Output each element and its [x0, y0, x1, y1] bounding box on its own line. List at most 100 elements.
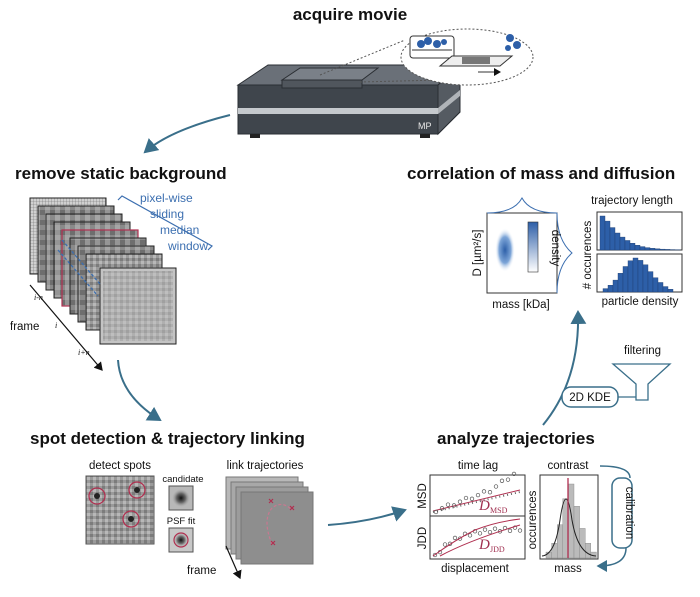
- calibration-arrow-bottom: [596, 547, 627, 572]
- title-spot-detection: spot detection & trajectory linking: [30, 429, 305, 448]
- filter-funnel-icon: [611, 363, 672, 401]
- window-line-4: window: [167, 239, 208, 253]
- histogram-bar: [639, 246, 646, 251]
- candidate-spot-image: [168, 485, 194, 511]
- d-msd-label: D: [478, 498, 490, 514]
- jdd-axis-label: JDD: [417, 527, 429, 549]
- candidate-label: candidate: [162, 474, 203, 485]
- histogram-bar: [647, 271, 654, 293]
- histogram-bar: [667, 289, 674, 293]
- msd-point: [463, 495, 469, 501]
- sample-zoom-inset: [319, 28, 534, 86]
- msd-point: [487, 490, 493, 495]
- jdd-point: [492, 526, 498, 531]
- histogram-bar: [659, 248, 666, 251]
- msd-axis-label: MSD: [417, 483, 429, 509]
- trajectory-length-histograms: trajectory length # occurences particle …: [582, 195, 683, 308]
- jdd-point: [512, 525, 518, 530]
- density-label: density: [549, 230, 561, 267]
- msd-point: [451, 503, 457, 508]
- histogram-bar: [609, 227, 616, 251]
- detect-spots-label: detect spots: [89, 460, 151, 472]
- contrast-bar: [551, 543, 558, 559]
- window-line-1: pixel-wise: [140, 191, 193, 205]
- histogram-bar: [607, 285, 614, 293]
- histogram-bar: [602, 288, 609, 293]
- kde-box: 2D KDE: [561, 386, 619, 408]
- contrast-bar: [585, 543, 592, 559]
- histogram-bar: [634, 245, 641, 251]
- contrast-histogram: [539, 474, 599, 560]
- histogram-bar: [642, 264, 649, 293]
- calibration-arrow-top: [599, 465, 631, 479]
- msd-point: [433, 509, 439, 515]
- histogram-bar: [657, 282, 664, 293]
- index-label-i-n: i-n: [34, 293, 43, 302]
- link-frame-label: frame: [187, 565, 216, 577]
- jdd-point: [467, 533, 473, 538]
- histogram-bar: [649, 248, 656, 251]
- jdd-point: [457, 536, 463, 541]
- correlation-scatter-plot: density D [µm²/s] mass [kDa]: [472, 196, 573, 311]
- link-frame-arrow: [225, 545, 242, 580]
- msd-point: [511, 471, 517, 477]
- histogram-bar: [652, 277, 659, 293]
- msd-point: [475, 492, 481, 498]
- correlation-xlabel: mass [kDa]: [492, 299, 550, 311]
- msd-point: [469, 496, 475, 501]
- instrument-label: MP: [418, 121, 432, 131]
- jdd-point: [507, 528, 513, 533]
- psf-fit-label: PSF fit: [167, 516, 196, 527]
- histogram-bar: [622, 266, 629, 293]
- jdd-point: [452, 535, 458, 541]
- kde-label: 2D KDE: [569, 392, 611, 404]
- d-jdd-label: D: [478, 537, 490, 553]
- histogram-bar: [612, 279, 619, 293]
- histogram-bar: [632, 257, 639, 293]
- occurences-axis-label: occurences: [527, 490, 539, 549]
- calibration-label: calibration: [623, 487, 635, 539]
- particle-density-label: particle density: [602, 296, 679, 308]
- link-trajectories-stack: [225, 476, 314, 565]
- msd-point: [445, 502, 451, 507]
- mass-photometer-instrument: MP: [236, 63, 462, 138]
- histogram-bar: [629, 242, 636, 251]
- histogram-bar: [644, 247, 651, 251]
- correlation-ylabel: D [µm²/s]: [472, 230, 484, 277]
- msd-point: [457, 499, 463, 504]
- histogram-bar: [627, 260, 634, 293]
- contrast-label: contrast: [548, 460, 590, 472]
- jdd-point: [432, 552, 438, 558]
- jdd-point: [477, 531, 483, 536]
- index-label-i-plus-n: i+n: [78, 348, 90, 357]
- histogram-bar: [614, 232, 621, 251]
- msd-point: [505, 477, 511, 482]
- window-line-3: median: [160, 223, 199, 237]
- contrast-bar: [579, 528, 586, 559]
- displacement-label: displacement: [441, 563, 510, 575]
- msd-point: [481, 489, 487, 494]
- filtering-label: filtering: [624, 345, 661, 357]
- msd-point: [493, 484, 499, 489]
- jdd-point: [482, 527, 488, 532]
- msd-point: [499, 478, 505, 483]
- histogram-bar: [637, 260, 644, 293]
- frame-label: frame: [10, 321, 39, 333]
- occurences-label: # occurences: [582, 221, 594, 290]
- psf-fit-image: [168, 527, 194, 553]
- jdd-point: [497, 529, 503, 534]
- jdd-point: [447, 541, 453, 546]
- calibration-box: calibration: [611, 477, 635, 549]
- d-msd-subscript: MSD: [490, 506, 508, 515]
- trajectory-length-label: trajectory length: [591, 195, 673, 207]
- title-analyze-trajectories: analyze trajectories: [437, 429, 595, 448]
- title-remove-background: remove static background: [15, 164, 227, 183]
- title-acquire-movie: acquire movie: [293, 5, 407, 24]
- contrast-bar: [568, 483, 575, 559]
- title-correlation: correlation of mass and diffusion: [407, 164, 675, 183]
- link-trajectories-label: link trajectories: [227, 460, 304, 472]
- detect-spots-image: [85, 475, 155, 545]
- msd-point: [439, 506, 445, 511]
- histogram-bar: [599, 215, 606, 251]
